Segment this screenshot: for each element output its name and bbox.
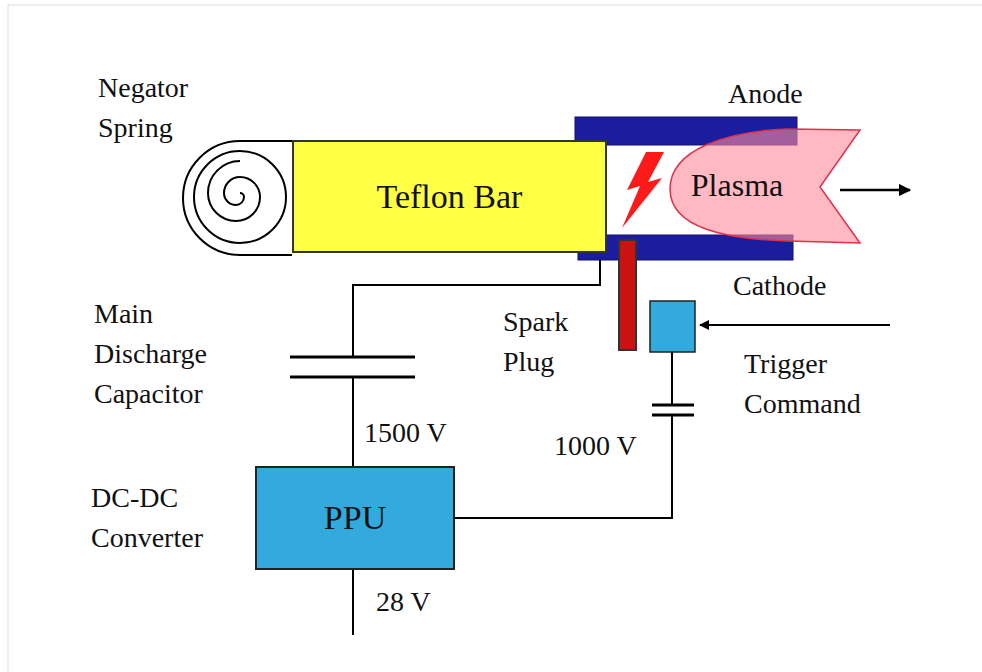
part-label: Cathode — [733, 266, 863, 306]
plasma-plume: Plasma — [668, 127, 862, 245]
teflon-bar: Teflon Bar — [292, 140, 607, 253]
part-label: Negator Spring — [98, 68, 248, 148]
spark-bolt — [622, 152, 664, 228]
main-wiring — [290, 260, 600, 635]
voltage-label: 1000 V — [554, 426, 648, 466]
part-label: Main Discharge Capacitor — [94, 294, 269, 414]
plasma-shape — [670, 129, 860, 243]
trigger-unit — [650, 301, 695, 352]
trigger-arrow — [700, 324, 890, 326]
node-title: Teflon Bar — [377, 178, 523, 215]
signal-label: Trigger Command — [744, 344, 904, 424]
node-title: Plasma — [691, 168, 783, 203]
negator-spring — [183, 141, 292, 255]
trigger-wiring — [455, 352, 694, 518]
voltage-label: 1500 V — [364, 413, 474, 453]
node-title: PPU — [324, 499, 386, 536]
ppu-box: PPU — [255, 466, 455, 570]
frame — [8, 5, 982, 672]
part-label: Anode — [728, 74, 848, 114]
part-label: Spark Plug — [503, 302, 598, 382]
spark-plug — [619, 240, 636, 350]
voltage-label: 28 V — [376, 582, 466, 622]
part-label: DC-DC Converter — [91, 478, 251, 558]
thrust-arrow — [840, 189, 910, 192]
